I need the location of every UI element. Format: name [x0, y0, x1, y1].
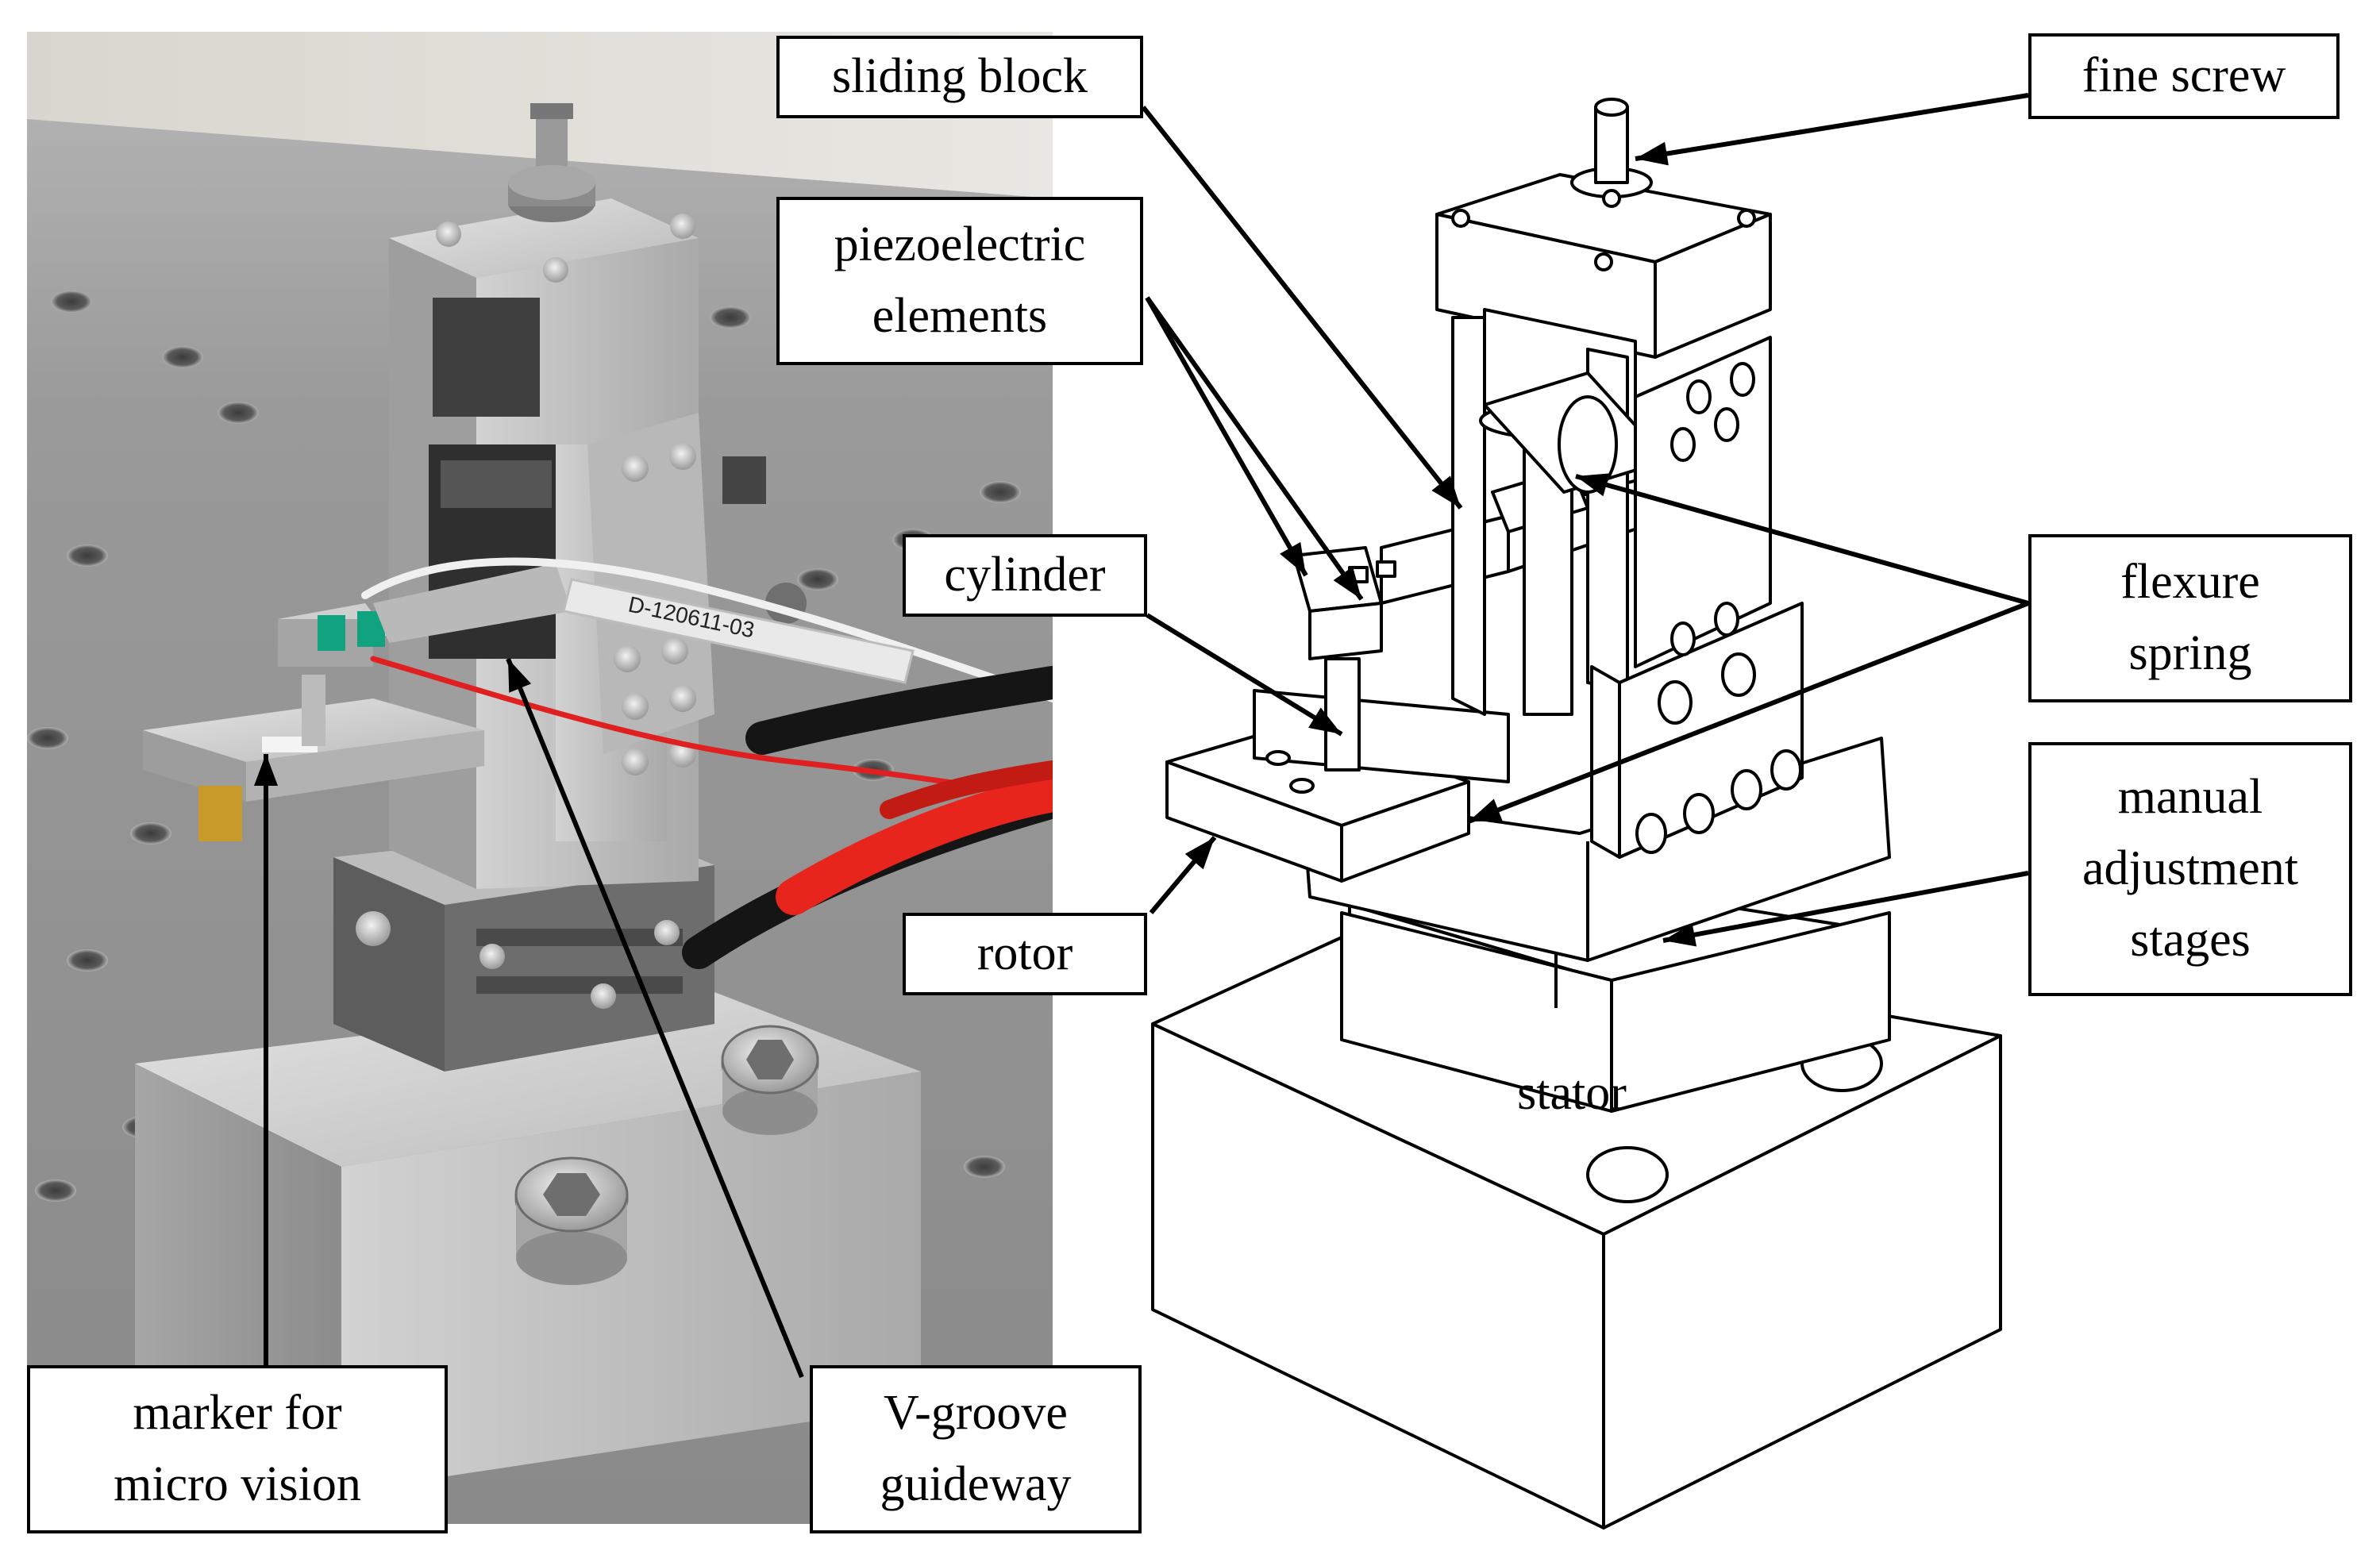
table-hole: [67, 949, 108, 972]
label-flexure-spring: flexure spring: [2028, 534, 2352, 702]
arrowhead: [1184, 837, 1215, 870]
cad-rotor: [1165, 689, 1510, 883]
table-hole: [51, 290, 92, 313]
table-hole: [218, 402, 259, 424]
arrowhead: [1469, 798, 1503, 821]
leader-lines: [264, 93, 2030, 1381]
photo-cables: [361, 557, 1053, 969]
cad-stages: [1300, 737, 1891, 1113]
table-hole: [35, 1179, 76, 1202]
leader-arrowheads: [254, 141, 1697, 947]
leader-piezo-1: [1145, 296, 1308, 577]
table-hole: [67, 544, 108, 567]
leader-fine-screw: [1635, 93, 2029, 161]
label-v-groove-guideway: V-groove guideway: [810, 1365, 1142, 1533]
leader-cylinder: [1146, 613, 1343, 737]
arrowhead: [1576, 473, 1610, 497]
label-piezoelectric-elements: piezoelectric elements: [776, 197, 1143, 365]
arrowhead: [1431, 475, 1461, 508]
table-hole: [797, 568, 838, 591]
leader-v-groove: [506, 657, 804, 1379]
arrowhead: [254, 754, 278, 786]
table-hole: [964, 1156, 1005, 1178]
leader-sliding-block: [1141, 106, 1463, 510]
table-hole: [710, 306, 751, 329]
label-manual-adjustment-stages: manual adjustment stages: [2028, 742, 2352, 996]
arrowhead: [508, 659, 532, 693]
cad-frame: [1435, 98, 1804, 859]
leader-flexure-1: [1575, 474, 2029, 606]
label-rotor: rotor: [903, 913, 1147, 995]
table-hole: [980, 481, 1021, 503]
table-hole: [27, 727, 68, 749]
arrowhead: [1280, 541, 1306, 575]
leader-flexure-2: [1467, 601, 2030, 824]
photo-rotor: [143, 564, 572, 841]
arrowhead: [1308, 707, 1342, 734]
arrowhead: [1663, 922, 1697, 947]
label-stator: stator: [1517, 1066, 1627, 1120]
label-marker-for-micro-vision: marker for micro vision: [27, 1365, 448, 1533]
table-hole: [130, 822, 171, 845]
arrowhead: [1333, 566, 1361, 599]
arrowhead: [1635, 141, 1669, 166]
leader-manual-stages: [1662, 871, 2029, 943]
table-hole: [162, 346, 203, 368]
label-fine-screw: fine screw: [2028, 33, 2340, 119]
leader-piezo-2: [1145, 296, 1364, 601]
label-sliding-block: sliding block: [776, 36, 1143, 118]
cad-drawing: [1151, 98, 2002, 1529]
label-cylinder: cylinder: [903, 534, 1147, 617]
